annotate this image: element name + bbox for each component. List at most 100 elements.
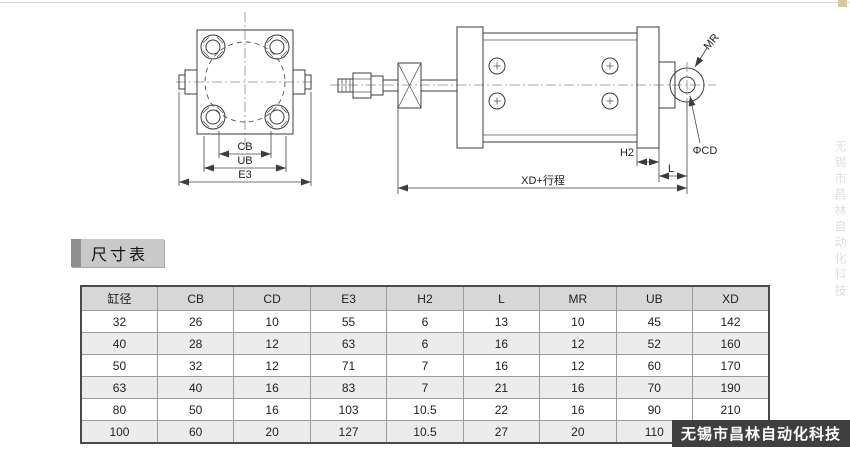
table-cell: 63 (80, 376, 158, 399)
table-cell: 80 (80, 398, 158, 421)
dim-label-mr: MR (702, 32, 722, 53)
column-header: MR (539, 285, 617, 311)
watermark-text: 无锡市昌林自动化科技 (680, 426, 841, 443)
table-cell: 12 (539, 332, 617, 355)
table-cell: 7 (386, 354, 464, 377)
table-cell: 10.5 (386, 398, 464, 421)
table-cell: 20 (233, 420, 311, 444)
table-cell: 16 (233, 376, 311, 399)
column-header: H2 (386, 285, 464, 311)
table-cell: 12 (539, 354, 617, 377)
front-end-cap (456, 26, 484, 149)
table-cell: 6 (386, 332, 464, 355)
table-cell: 16 (462, 354, 541, 377)
table-cell: 26 (156, 310, 235, 333)
bolt-icon (200, 104, 226, 130)
technical-drawings: CB UB E3 (176, 12, 722, 194)
table-cell: 6 (386, 310, 464, 333)
left-pivot-pin-tip (178, 74, 186, 90)
port-icon (488, 92, 506, 110)
bolt-icon (264, 104, 290, 130)
table-cell: 60 (156, 420, 235, 444)
column-header: CD (233, 285, 311, 311)
table-cell: 20 (539, 420, 617, 444)
table-cell: 127 (309, 420, 388, 444)
front-view-drawing: CB UB E3 (176, 12, 314, 186)
table-cell: 12 (233, 354, 311, 377)
column-header: UB (615, 285, 694, 311)
column-header: 缸径 (80, 285, 158, 311)
dim-label-ub: UB (237, 155, 252, 167)
table-cell: 210 (692, 398, 770, 421)
page-top-border (0, 2, 850, 3)
section-title-accent (71, 239, 81, 267)
rod-thread (337, 78, 354, 93)
table-cell: 16 (233, 398, 311, 421)
rear-end-cap (636, 26, 660, 149)
table-cell: 71 (309, 354, 388, 377)
bolt-icon (264, 34, 290, 60)
column-header: L (462, 285, 541, 311)
rod-collar (370, 75, 384, 96)
table-cell: 90 (615, 398, 694, 421)
table-cell: 40 (156, 376, 235, 399)
table-cell: 21 (462, 376, 541, 399)
table-cell: 32 (156, 354, 235, 377)
watermark-bar: 无锡市昌林自动化科技 (672, 420, 850, 447)
dim-label-e3: E3 (238, 169, 251, 181)
table-cell: 10 (539, 310, 617, 333)
table-cell: 16 (539, 376, 617, 399)
scan-artifact (838, 0, 847, 7)
port-icon (601, 92, 619, 110)
table-cell: 7 (386, 376, 464, 399)
side-view-drawing: MR H2 ΦCD L XD+行程 (330, 26, 722, 194)
table-cell: 32 (80, 310, 158, 333)
table-cell: 100 (80, 420, 158, 444)
table-cell: 13 (462, 310, 541, 333)
bolt-icon (200, 34, 226, 60)
dim-label-xd-stroke: XD+行程 (521, 174, 565, 187)
table-cell: 170 (692, 354, 770, 377)
table-cell: 50 (156, 398, 235, 421)
table-cell: 40 (80, 332, 158, 355)
table-cell: 52 (615, 332, 694, 355)
rod-nut (352, 72, 372, 99)
clevis-neck (658, 61, 676, 109)
dim-label-cd: ΦCD (693, 145, 718, 157)
port-icon (488, 57, 506, 75)
table-cell: 60 (615, 354, 694, 377)
table-cell: 27 (462, 420, 541, 444)
table-cell: 103 (309, 398, 388, 421)
table-cell: 28 (156, 332, 235, 355)
dim-label-cb: CB (237, 141, 252, 153)
piston-rod (420, 79, 458, 92)
table-cell: 160 (692, 332, 770, 355)
side-watermark-text: 无锡市昌林自动化科技 (833, 140, 847, 300)
table-cell: 16 (462, 332, 541, 355)
column-header: XD (692, 285, 770, 311)
table-cell: 22 (462, 398, 541, 421)
port-icon (601, 57, 619, 75)
table-cell: 83 (309, 376, 388, 399)
table-cell: 50 (80, 354, 158, 377)
column-header: CB (156, 285, 235, 311)
right-pivot-pin-tip (304, 74, 312, 90)
table-cell: 16 (539, 398, 617, 421)
table-cell: 70 (615, 376, 694, 399)
table-cell: 45 (615, 310, 694, 333)
table-cell: 63 (309, 332, 388, 355)
section-title-tab: 尺寸表 (71, 239, 165, 267)
table-cell: 12 (233, 332, 311, 355)
piston-rod (382, 79, 399, 92)
table-cell: 190 (692, 376, 770, 399)
column-header: E3 (309, 285, 388, 311)
